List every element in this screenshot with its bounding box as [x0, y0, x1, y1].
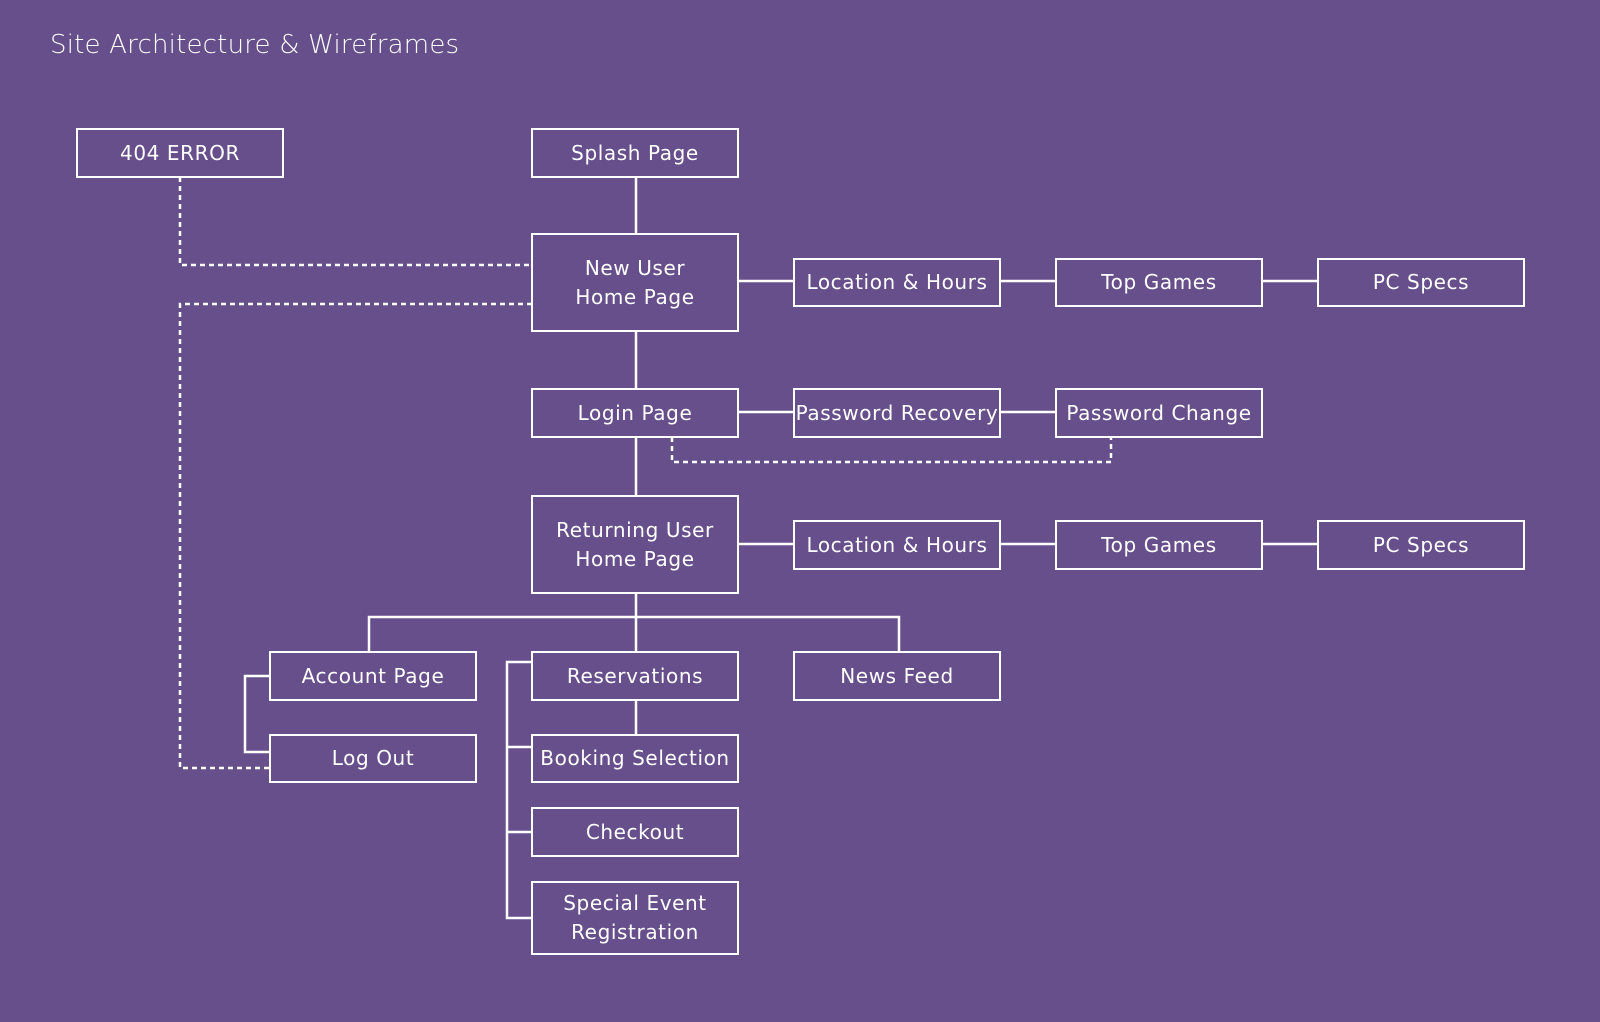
- node-checkout[interactable]: Checkout: [531, 807, 739, 857]
- node-label: Log Out: [331, 746, 415, 770]
- node-top-games[interactable]: Top Games: [1055, 520, 1263, 570]
- node-label: Password Change: [1066, 400, 1252, 425]
- solid-connectors: [243, 177, 1317, 920]
- dashed-connectors: [178, 177, 1113, 770]
- node-login-page[interactable]: Login Page: [531, 388, 739, 438]
- node-label: PC Specs: [1372, 270, 1470, 294]
- node-label: Reservations: [566, 663, 704, 688]
- node-label: New User Home Page: [575, 255, 695, 309]
- node-label: Returning User Home Page: [556, 517, 714, 571]
- node-label: 404 ERROR: [120, 140, 240, 165]
- node-log-out[interactable]: Log Out: [269, 734, 477, 783]
- node-label: Login Page: [577, 400, 693, 425]
- node-label: Location & Hours: [806, 532, 988, 557]
- node-label: Booking Selection: [540, 746, 730, 770]
- node-pc-specs[interactable]: PC Specs: [1317, 258, 1525, 307]
- node-label: Splash Page: [571, 140, 699, 165]
- node-pc-specs[interactable]: PC Specs: [1317, 520, 1525, 570]
- node-404-error[interactable]: 404 ERROR: [76, 128, 284, 178]
- node-splash-page[interactable]: Splash Page: [531, 128, 739, 178]
- node-special-event-registration[interactable]: Special Event Registration: [531, 881, 739, 955]
- node-label: PC Specs: [1372, 532, 1470, 557]
- node-label: Top Games: [1101, 532, 1217, 557]
- node-label: Top Games: [1101, 270, 1217, 294]
- node-label: Location & Hours: [806, 270, 988, 294]
- node-label: Password Recovery: [795, 400, 999, 425]
- node-top-games[interactable]: Top Games: [1055, 258, 1263, 307]
- node-password-recovery[interactable]: Password Recovery: [793, 388, 1001, 438]
- node-reservations[interactable]: Reservations: [531, 651, 739, 701]
- node-label: Special Event Registration: [563, 891, 707, 944]
- page-title: Site Architecture & Wireframes: [50, 30, 460, 60]
- node-label: Checkout: [585, 819, 685, 844]
- node-news-feed[interactable]: News Feed: [793, 651, 1001, 701]
- node-returning-user-home-page[interactable]: Returning User Home Page: [531, 495, 739, 594]
- node-account-page[interactable]: Account Page: [269, 651, 477, 701]
- node-label: Account Page: [301, 663, 445, 688]
- node-location-hours[interactable]: Location & Hours: [793, 258, 1001, 307]
- node-location-hours[interactable]: Location & Hours: [793, 520, 1001, 570]
- node-new-user-home-page[interactable]: New User Home Page: [531, 233, 739, 332]
- node-booking-selection[interactable]: Booking Selection: [531, 734, 739, 783]
- node-password-change[interactable]: Password Change: [1055, 388, 1263, 438]
- node-label: News Feed: [840, 663, 954, 688]
